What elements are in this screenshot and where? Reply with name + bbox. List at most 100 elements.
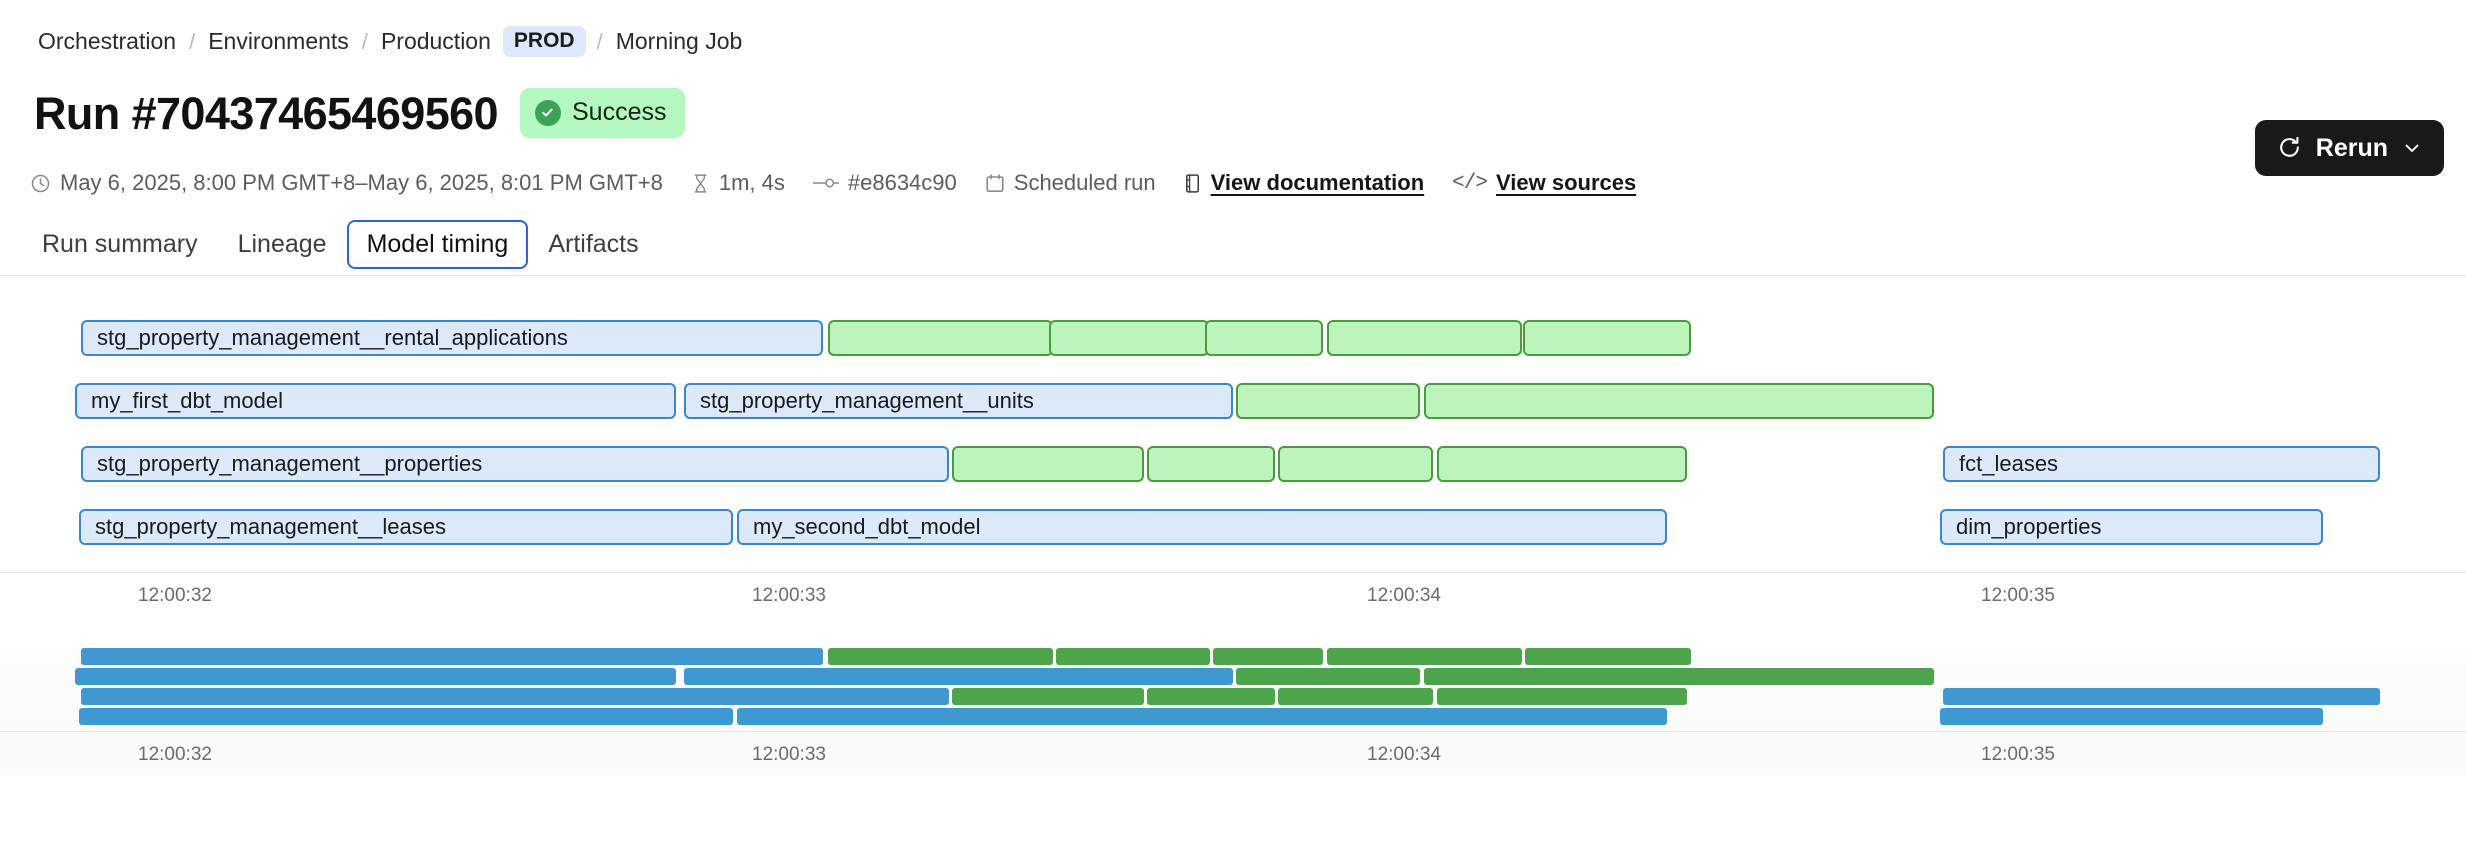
page-title: Run #70437465469560 (34, 87, 499, 139)
breadcrumb: Orchestration / Environments / Productio… (36, 26, 744, 57)
meta-trigger: Scheduled run (985, 170, 1156, 196)
view-documentation-link[interactable]: View documentation (1210, 170, 1425, 195)
axis-tick-label: 12:00:35 (1981, 744, 2055, 765)
meta-timestamp: May 6, 2025, 8:00 PM GMT+8–May 6, 2025, … (30, 170, 663, 196)
breadcrumb-item-orchestration[interactable]: Orchestration (38, 28, 177, 54)
minimap-bar-test[interactable] (1147, 688, 1275, 705)
minimap-bar-test[interactable] (1213, 648, 1323, 665)
gantt-axis-line (0, 572, 2466, 573)
meta-duration-label: 1m, 4s (718, 170, 785, 195)
gantt-bar-test[interactable] (1437, 446, 1687, 482)
minimap-bar-model[interactable] (684, 668, 1233, 685)
minimap-axis-ticks: 12:00:32 12:00:33 12:00:34 12:00:35 (0, 744, 2466, 774)
minimap-bar-model[interactable] (81, 688, 949, 705)
gantt-bar-dim_properties[interactable]: dim_properties (1940, 509, 2323, 545)
gantt-row: stg_property_management__properties fct_l… (0, 446, 2466, 486)
meta-duration: 1m, 4s (691, 170, 785, 196)
rerun-button[interactable]: Rerun (2254, 120, 2444, 176)
minimap-bar-test[interactable] (1424, 668, 1934, 685)
gantt-bar-test[interactable] (1278, 446, 1433, 482)
minimap-row (0, 668, 2466, 685)
gantt-bar-test[interactable] (1523, 320, 1691, 356)
meta-commit-label: #e8634c90 (847, 170, 957, 195)
gantt-bar-fct_leases[interactable]: fct_leases (1943, 446, 2380, 482)
model-timing-gantt: stg_property_management__rental_applicat… (0, 320, 2466, 615)
meta-sources[interactable]: </> View sources (1452, 170, 1636, 196)
gantt-bar-stg_property_management__leases[interactable]: stg_property_management__leases (79, 509, 733, 545)
page-header: Run #70437465469560 Success (34, 87, 686, 139)
gantt-bar-test[interactable] (1049, 320, 1209, 356)
meta-trigger-label: Scheduled run (1013, 170, 1156, 195)
status-badge-label: Success (571, 98, 667, 126)
gantt-bar-test[interactable] (1424, 383, 1934, 419)
tab-run-summary[interactable]: Run summary (42, 229, 198, 258)
rerun-button-label: Rerun (2315, 133, 2388, 162)
hourglass-icon (691, 173, 710, 194)
axis-tick-label: 12:00:32 (138, 585, 212, 606)
minimap-bar-test[interactable] (1437, 688, 1687, 705)
gantt-bar-stg_property_management__rental_applications[interactable]: stg_property_management__rental_applicat… (81, 320, 823, 356)
calendar-icon (985, 173, 1005, 194)
minimap-bar-test[interactable] (1056, 648, 1210, 665)
check-circle-icon (534, 99, 561, 126)
minimap-axis-line (0, 731, 2466, 732)
chevron-down-icon[interactable] (2402, 138, 2422, 158)
gantt-row: stg_property_management__rental_applicat… (0, 320, 2466, 360)
gantt-bar-test[interactable] (952, 446, 1144, 482)
tab-bar: Run summary Lineage Model timing Artifacts (22, 218, 659, 270)
gantt-bar-test[interactable] (828, 320, 1053, 356)
minimap-bar-model[interactable] (737, 708, 1667, 725)
tab-bar-divider (0, 275, 2466, 276)
minimap-bar-model[interactable] (79, 708, 733, 725)
tab-model-timing[interactable]: Model timing (346, 219, 529, 269)
axis-tick-label: 12:00:35 (1981, 585, 2055, 606)
model-timing-minimap: 12:00:32 12:00:33 12:00:34 12:00:35 (0, 648, 2466, 774)
minimap-row (0, 648, 2466, 665)
minimap-bar-test[interactable] (952, 688, 1144, 705)
clock-icon (30, 173, 51, 194)
gantt-bar-test[interactable] (1147, 446, 1275, 482)
minimap-row (0, 688, 2466, 705)
gantt-bar-stg_property_management__properties[interactable]: stg_property_management__properties (81, 446, 949, 482)
code-icon: </> (1452, 171, 1488, 195)
minimap-bar-test[interactable] (828, 648, 1053, 665)
axis-tick-label: 12:00:33 (752, 744, 826, 765)
minimap-bar-model[interactable] (81, 648, 823, 665)
breadcrumb-separator: / (596, 28, 603, 54)
status-badge: Success (519, 88, 686, 138)
commit-icon (812, 175, 839, 191)
minimap-bar-test[interactable] (1327, 648, 1522, 665)
gantt-bar-stg_property_management__units[interactable]: stg_property_management__units (684, 383, 1233, 419)
meta-documentation[interactable]: View documentation (1184, 170, 1425, 196)
breadcrumb-item-environments[interactable]: Environments (208, 28, 349, 54)
tab-lineage[interactable]: Lineage (237, 229, 327, 258)
meta-timestamp-label: May 6, 2025, 8:00 PM GMT+8–May 6, 2025, … (60, 170, 663, 195)
gantt-bar-test[interactable] (1205, 320, 1323, 356)
breadcrumb-separator: / (361, 28, 368, 54)
view-sources-link[interactable]: View sources (1495, 170, 1637, 195)
breadcrumb-separator: / (189, 28, 196, 54)
minimap-bar-model[interactable] (1943, 688, 2380, 705)
gantt-bar-test[interactable] (1327, 320, 1522, 356)
book-icon (1184, 173, 1202, 194)
breadcrumb-item-production[interactable]: Production (380, 28, 491, 54)
minimap-bar-model[interactable] (1940, 708, 2323, 725)
gantt-bar-my_second_dbt_model[interactable]: my_second_dbt_model (737, 509, 1667, 545)
axis-tick-label: 12:00:34 (1367, 744, 1441, 765)
minimap-bar-test[interactable] (1525, 648, 1691, 665)
minimap-bar-model[interactable] (75, 668, 676, 685)
environment-badge-prod: PROD (502, 26, 586, 57)
tab-artifacts[interactable]: Artifacts (548, 229, 639, 258)
meta-commit: #e8634c90 (812, 170, 957, 196)
run-metadata: May 6, 2025, 8:00 PM GMT+8–May 6, 2025, … (30, 170, 1664, 196)
gantt-bar-test[interactable] (1236, 383, 1420, 419)
gantt-bar-my_first_dbt_model[interactable]: my_first_dbt_model (75, 383, 676, 419)
minimap-bar-test[interactable] (1236, 668, 1420, 685)
axis-tick-label: 12:00:32 (138, 744, 212, 765)
minimap-bar-test[interactable] (1278, 688, 1433, 705)
breadcrumb-item-current[interactable]: Morning Job (615, 28, 743, 54)
refresh-icon (2277, 136, 2302, 161)
